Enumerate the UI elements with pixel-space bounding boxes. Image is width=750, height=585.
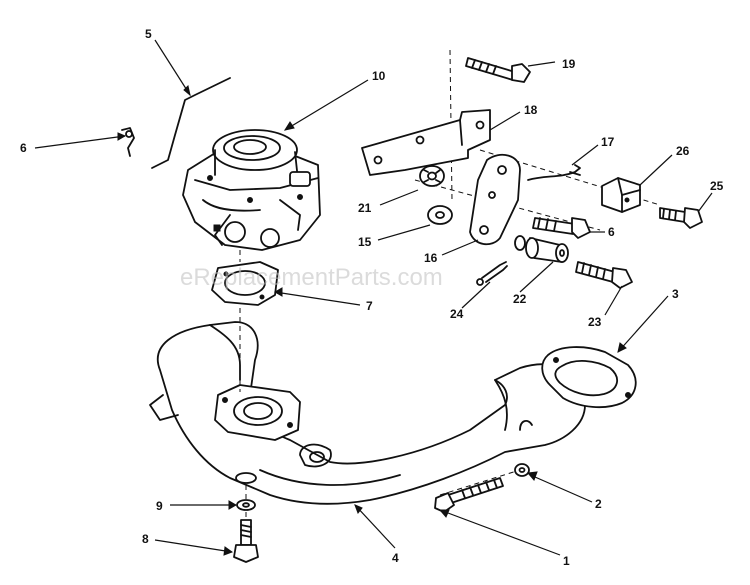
throttle-bracket[interactable] [361,109,491,176]
callout-7[interactable]: 7 [366,299,373,313]
callout-9[interactable]: 9 [156,499,163,513]
callout-18[interactable]: 18 [524,103,538,117]
callout-15[interactable]: 15 [358,235,372,249]
callout-25[interactable]: 25 [710,179,724,193]
callout-1[interactable]: 1 [563,554,570,568]
intake-manifold[interactable] [149,321,586,505]
callout-8[interactable]: 8 [142,532,149,546]
callout-23[interactable]: 23 [588,315,602,329]
pivot-bolt[interactable] [575,261,633,289]
callout-26[interactable]: 26 [676,144,690,158]
throttle-lever[interactable] [469,153,521,246]
leader-lines [34,39,713,556]
lever-bolt[interactable] [532,217,591,239]
bracket-bolt[interactable] [465,57,531,83]
rod-clip[interactable] [121,127,135,157]
pivot-bushing[interactable] [514,235,569,263]
callout-19[interactable]: 19 [562,57,576,71]
callout-5[interactable]: 5 [145,27,152,41]
carburetor[interactable] [182,129,321,251]
cotter-pin[interactable] [476,261,508,286]
mounting-block[interactable] [601,177,641,213]
callout-21[interactable]: 21 [358,201,372,215]
manifold-washer[interactable] [514,463,530,477]
bottom-washer[interactable] [236,499,256,511]
callout-3[interactable]: 3 [672,287,679,301]
carburetor-gasket[interactable] [211,261,279,306]
callout-6-left[interactable]: 6 [20,141,27,155]
callout-2[interactable]: 2 [595,497,602,511]
throttle-link-rod[interactable] [151,77,231,169]
callout-numbers: 5 6 10 19 18 17 26 25 21 15 16 6 22 24 2… [20,27,724,568]
callout-16[interactable]: 16 [424,251,438,265]
callout-24[interactable]: 24 [450,307,464,321]
return-spring[interactable] [527,164,581,181]
flat-washer[interactable] [427,205,453,225]
callout-10[interactable]: 10 [372,69,386,83]
callout-22[interactable]: 22 [513,292,527,306]
bottom-bolt[interactable] [233,519,259,563]
callout-6-right[interactable]: 6 [608,225,615,239]
callout-4[interactable]: 4 [392,551,399,565]
callout-17[interactable]: 17 [601,135,615,149]
lock-washer[interactable] [419,165,445,187]
exhaust-gasket[interactable] [541,346,637,409]
manifold-bolt[interactable] [434,477,504,513]
watermark: eReplacementParts.com [180,264,443,291]
block-bolt[interactable] [659,207,703,229]
